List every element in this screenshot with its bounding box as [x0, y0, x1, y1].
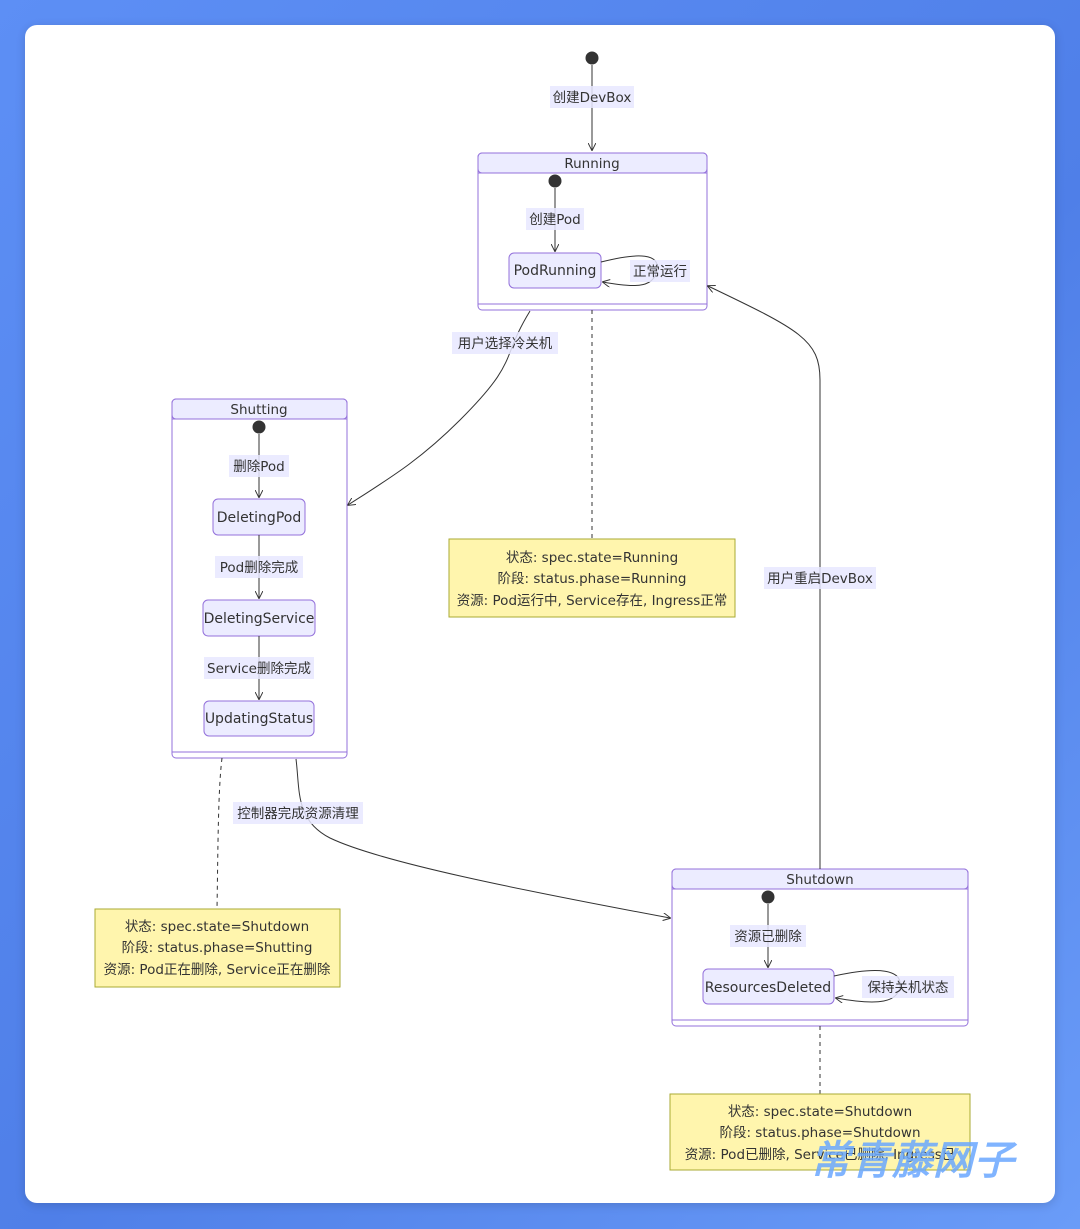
state-resources-deleted[interactable]: ResourcesDeleted	[702, 968, 835, 1005]
edge-label-pod-deleted: Pod删除完成	[220, 560, 299, 576]
shutting-start-dot	[251, 419, 267, 435]
state-label-pod-running: PodRunning	[514, 263, 597, 279]
edge-controller-cleanup	[295, 758, 670, 918]
state-label-updating-status: UpdatingStatus	[205, 711, 313, 727]
running-start-dot	[547, 173, 563, 189]
state-title-shutdown: Shutdown	[786, 872, 853, 888]
note-running-line-2: 阶段: status.phase=Running	[498, 571, 687, 587]
edge-label-keep-shutdown: 保持关机状态	[868, 980, 949, 996]
state-title-shutting: Shutting	[230, 402, 287, 418]
edge-label-delete-pod: 删除Pod	[233, 459, 285, 475]
note-shutting-line-2: 阶段: status.phase=Shutting	[122, 940, 313, 956]
note-shutdown-line-2: 阶段: status.phase=Shutdown	[719, 1125, 920, 1141]
note-running-line-1: 状态: spec.state=Running	[506, 550, 678, 566]
state-pod-running[interactable]: PodRunning	[508, 252, 602, 289]
state-title-running: Running	[564, 156, 619, 172]
note-link-shutting	[216, 757, 223, 910]
edge-label-create-devbox: 创建DevBox	[553, 90, 632, 106]
note-running: 状态: spec.state=Running 阶段: status.phase=…	[448, 538, 736, 618]
edge-label-user-restart: 用户重启DevBox	[767, 570, 873, 587]
state-label-deleting-service: DeletingService	[204, 611, 315, 627]
state-deleting-pod[interactable]: DeletingPod	[212, 498, 306, 536]
watermark-logo: 常青藤网子	[810, 1138, 1015, 1184]
shutdown-start-dot	[760, 889, 776, 905]
note-shutdown-line-3: 资源: Pod已删除, Service已删除, Ingress已	[685, 1147, 956, 1163]
diagram-start-dot	[584, 50, 600, 66]
edge-label-bg	[550, 86, 634, 108]
state-label-resources-deleted: ResourcesDeleted	[705, 980, 831, 996]
state-updating-status[interactable]: UpdatingStatus	[203, 700, 315, 737]
note-shutting: 状态: spec.state=Shutdown 阶段: status.phase…	[94, 908, 341, 988]
edge-label-create-pod: 创建Pod	[529, 212, 581, 228]
edge-user-restart	[708, 286, 821, 869]
note-shutting-line-3: 资源: Pod正在删除, Service正在删除	[104, 962, 331, 978]
edge-label-service-deleted: Service删除完成	[207, 661, 311, 677]
state-label-deleting-pod: DeletingPod	[217, 510, 301, 526]
note-shutdown: 状态: spec.state=Shutdown 阶段: status.phase…	[669, 1093, 971, 1171]
edge-label-resources-deleted: 资源已删除	[734, 929, 802, 945]
edge-label-controller-cleanup: 控制器完成资源清理	[237, 806, 359, 822]
state-deleting-service[interactable]: DeletingService	[202, 599, 316, 637]
note-running-line-3: 资源: Pod运行中, Service存在, Ingress正常	[457, 593, 728, 609]
note-shutting-line-1: 状态: spec.state=Shutdown	[125, 919, 309, 935]
note-shutdown-line-1: 状态: spec.state=Shutdown	[728, 1104, 912, 1120]
edge-label-normal-running: 正常运行	[633, 264, 687, 280]
edge-label-user-cold-shutdown: 用户选择冷关机	[458, 335, 553, 352]
